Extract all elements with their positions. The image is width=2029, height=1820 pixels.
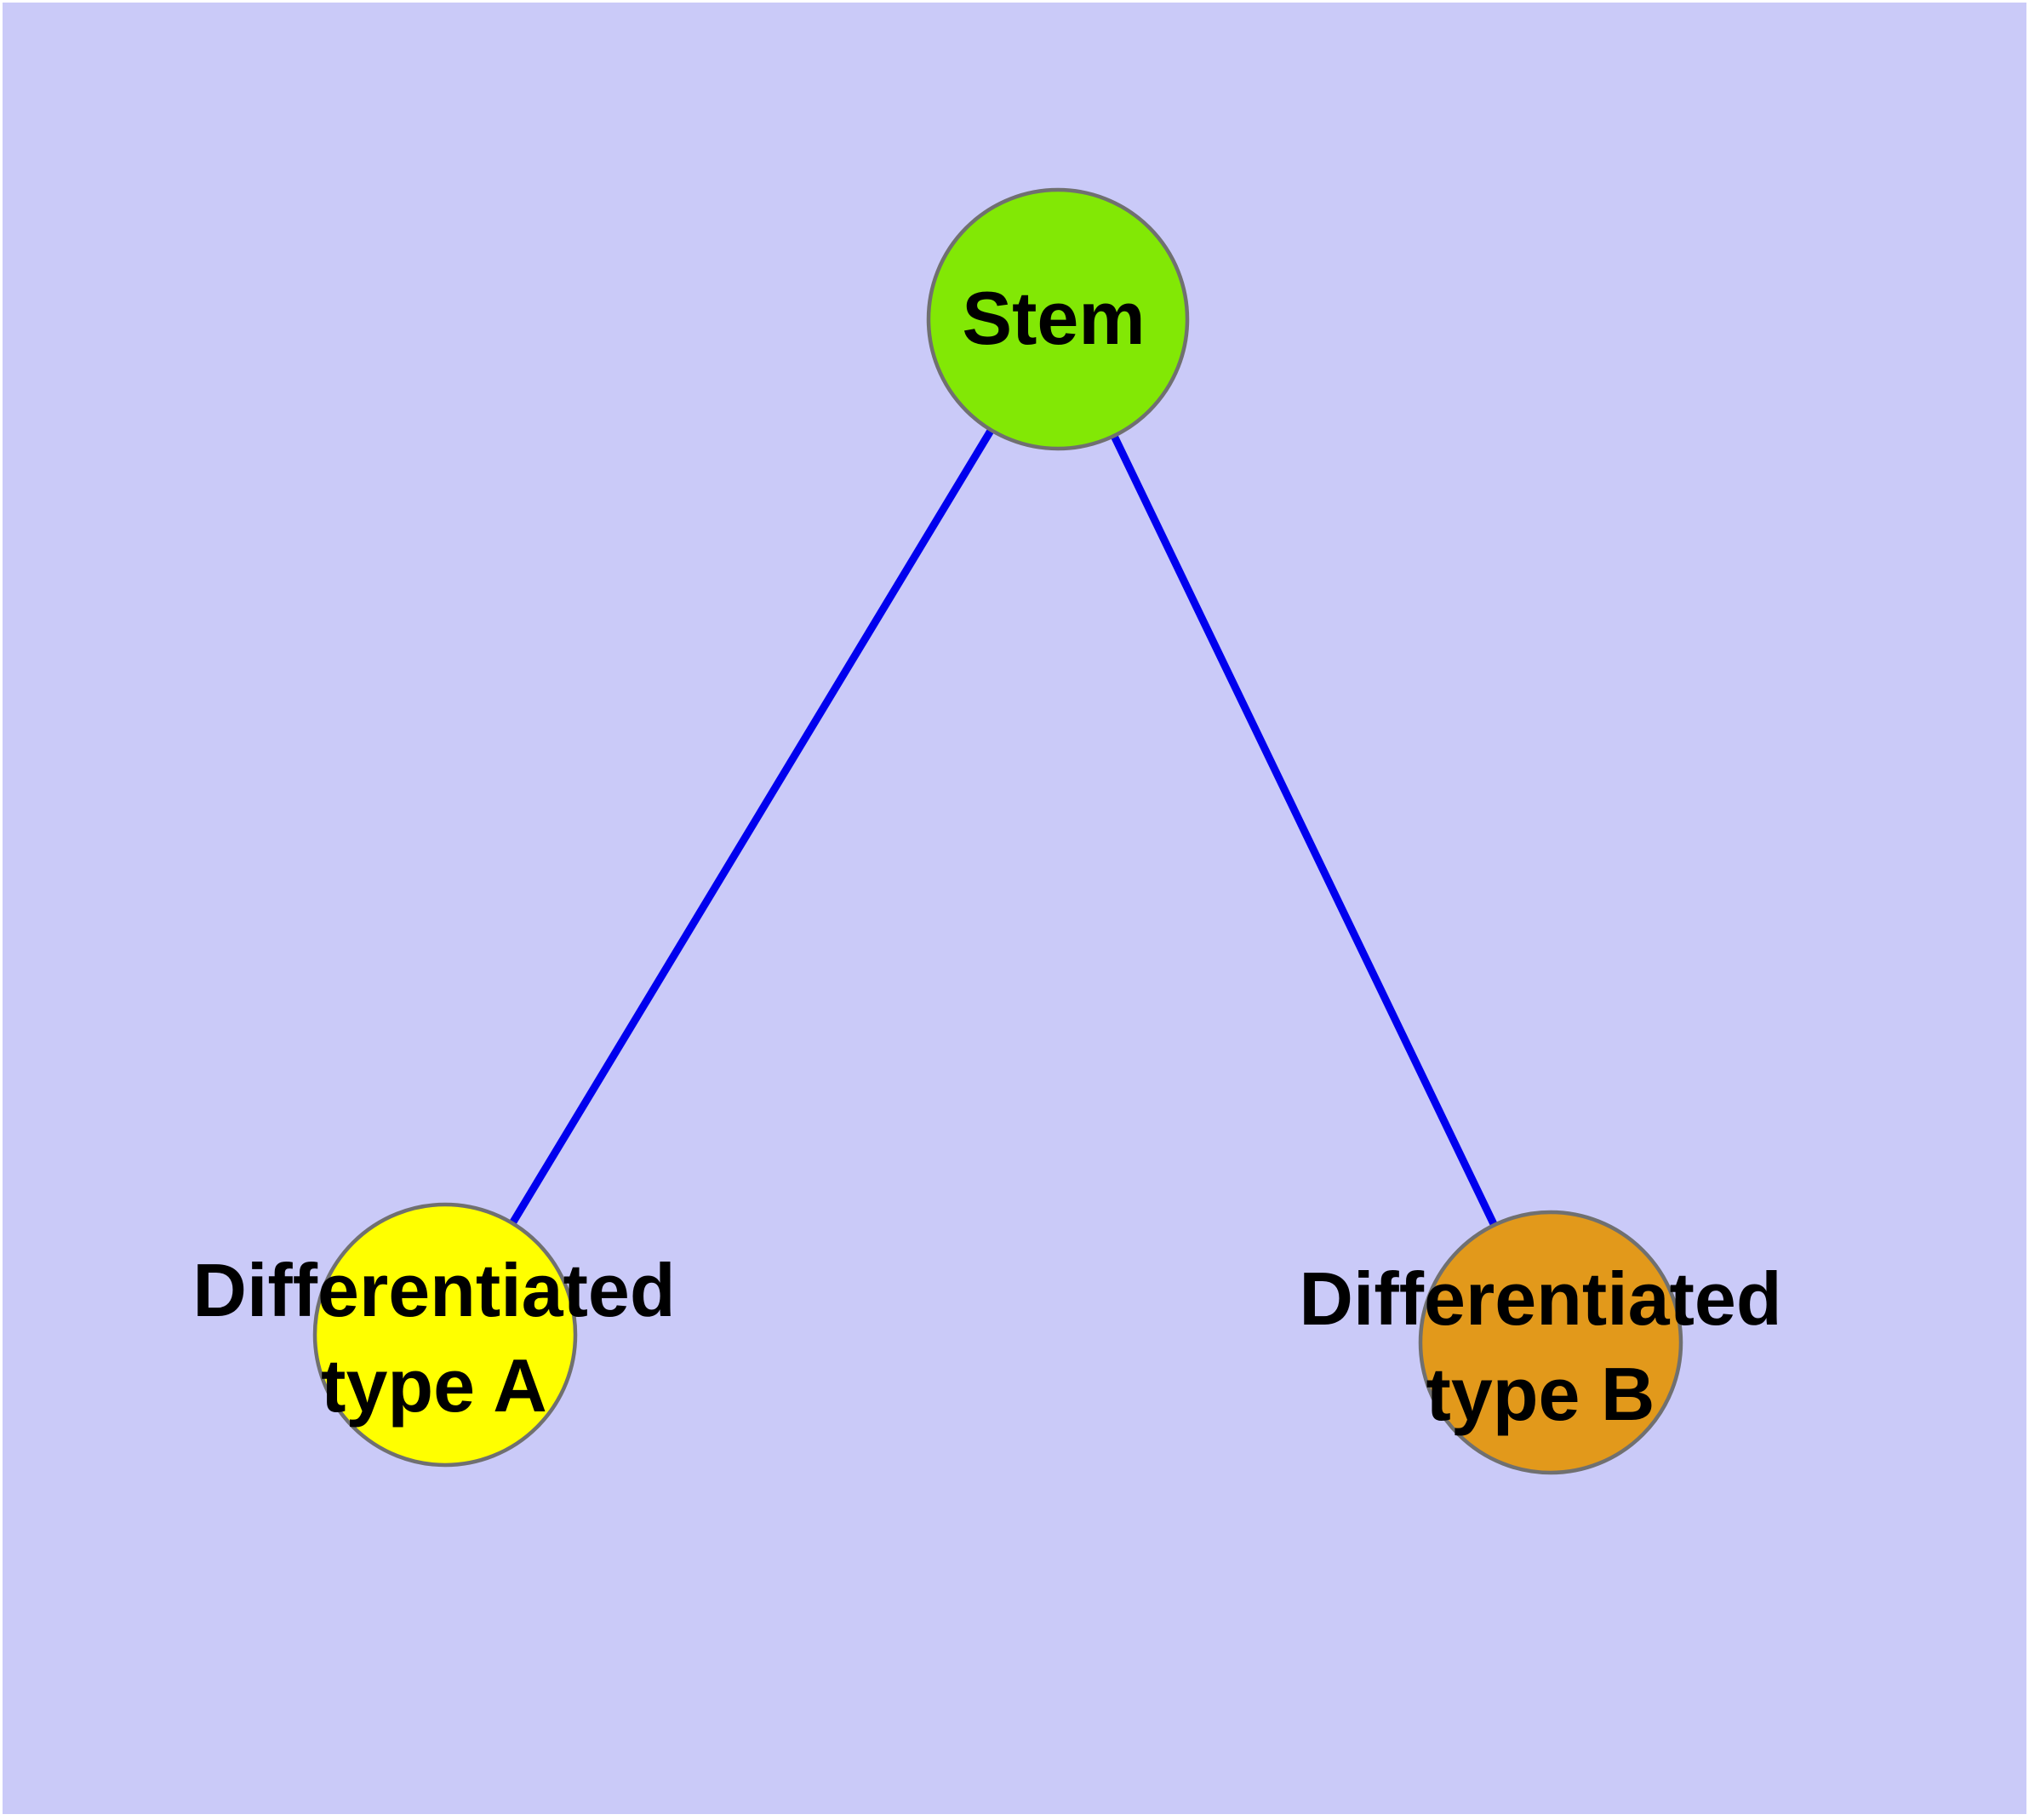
node-type-a-label-line1: Differentiated <box>192 1248 675 1332</box>
edge-stem-to-type-a <box>442 317 1061 1337</box>
edge-stem-to-type-b <box>1054 318 1555 1344</box>
node-differentiated-type-a <box>312 1202 578 1468</box>
node-type-b-label-line2: type B <box>1426 1352 1655 1436</box>
node-type-a-label-line2: type A <box>321 1343 547 1428</box>
node-differentiated-type-b <box>1418 1210 1683 1475</box>
node-stem-label: Stem <box>962 276 1145 360</box>
node-type-b-label-line1: Differentiated <box>1299 1256 1781 1341</box>
node-stem <box>926 187 1190 451</box>
